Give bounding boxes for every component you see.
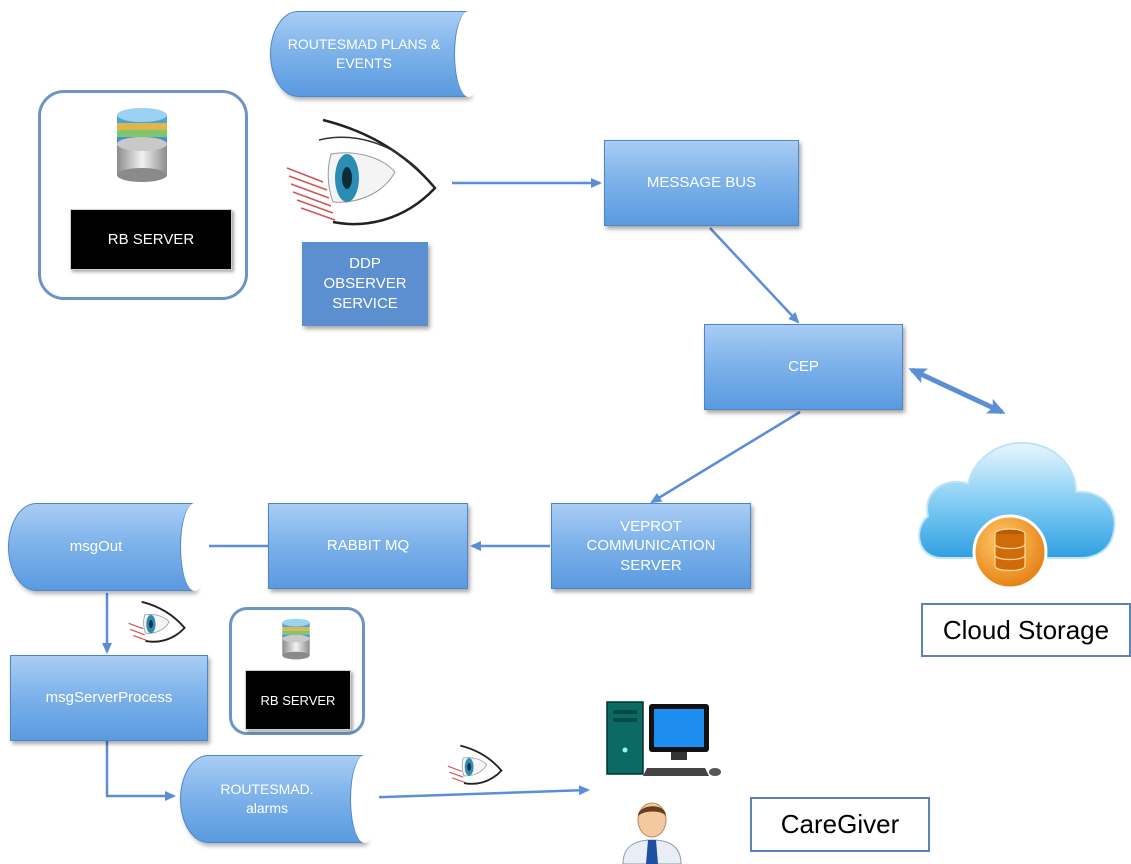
caregiver-label: CareGiver	[750, 797, 930, 852]
message-bus-node: MESSAGE BUS	[604, 140, 799, 226]
msgout-node: msgOut	[8, 503, 209, 591]
cep-node: CEP	[704, 324, 903, 410]
routesmad-plans-events-label: ROUTESMAD PLANS & EVENTS	[287, 36, 441, 71]
msg-server-process-node: msgServerProcess	[10, 655, 208, 741]
ddp-observer-service-node: DDP OBSERVER SERVICE	[302, 242, 428, 326]
routesmad-alarms-node: ROUTESMAD. alarms	[180, 755, 379, 843]
routesmad-plans-events-node: ROUTESMAD PLANS & EVENTS	[270, 11, 483, 97]
rb-server-top-label: RB SERVER	[70, 209, 232, 270]
arrow-alarms-to-caregiver	[353, 785, 590, 800]
eye-icon	[286, 118, 437, 226]
eye-icon	[128, 600, 186, 643]
database-icon	[117, 108, 167, 182]
arrow-process-to-alarms	[105, 740, 176, 801]
database-icon	[282, 618, 310, 660]
arrow-message-bus-to-cep	[709, 227, 800, 324]
cloud-storage-label: Cloud Storage	[921, 603, 1131, 657]
veprot-communication-server-node: VEPROT COMMUNICATION SERVER	[551, 503, 751, 589]
arrow-cep-to-veprot	[650, 410, 801, 504]
person-icon	[622, 802, 682, 864]
rb-server-bottom-label: RB SERVER	[245, 670, 351, 730]
eye-icon	[447, 744, 503, 785]
computer-icon	[606, 701, 721, 776]
cloud-icon	[918, 441, 1116, 590]
arrow-cep-cloud-bidirectional	[908, 367, 1006, 415]
rabbit-mq-node: RABBIT MQ	[268, 503, 468, 589]
